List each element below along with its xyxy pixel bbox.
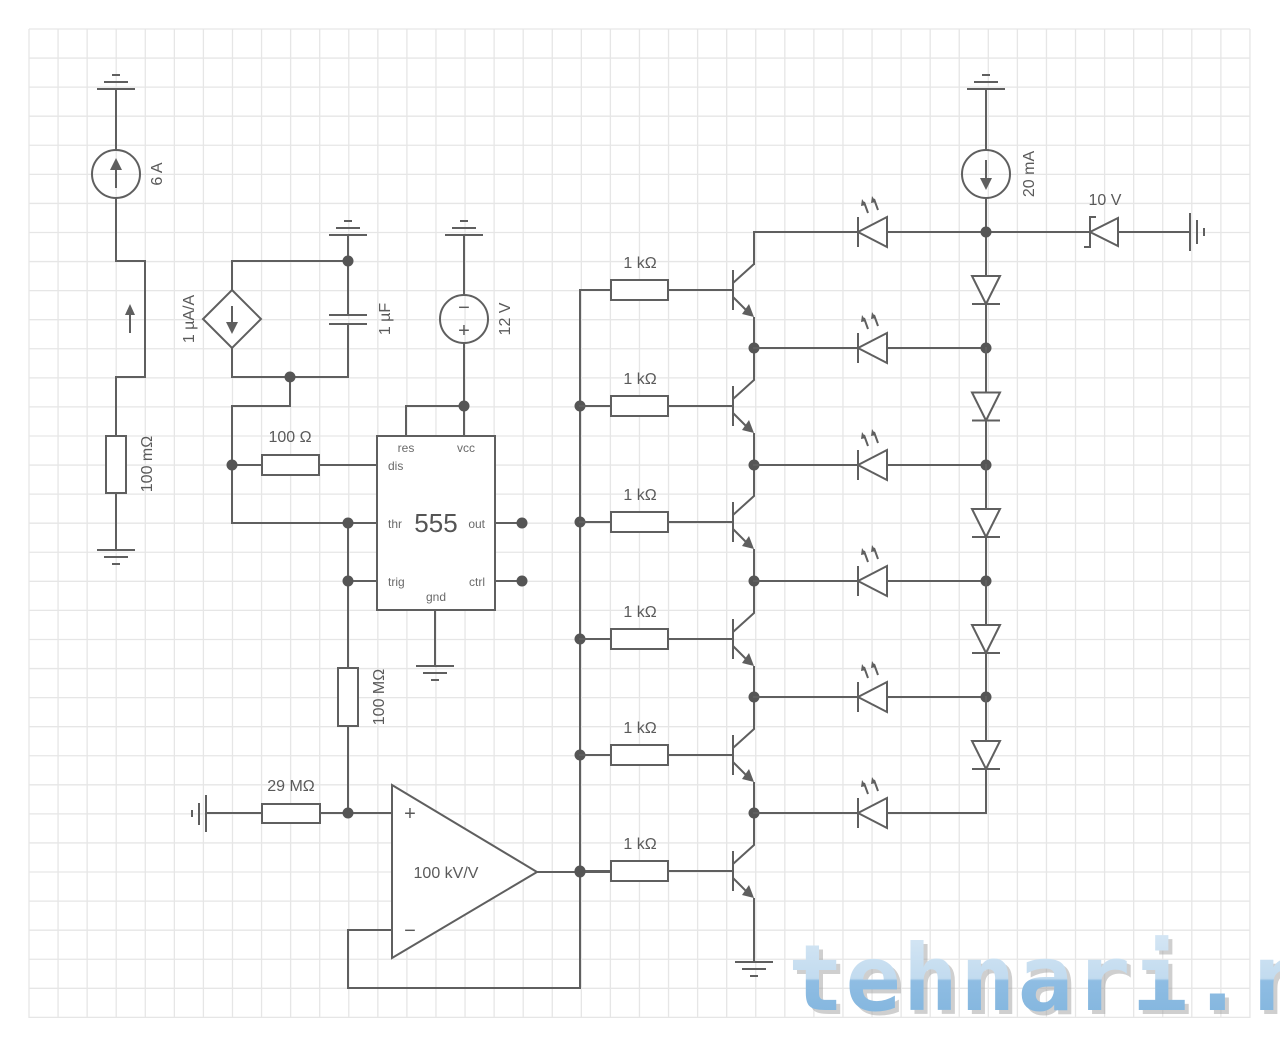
resistor-100m[interactable] xyxy=(337,667,359,727)
light-arrow-head xyxy=(871,661,876,668)
light-arrow-head xyxy=(861,315,866,322)
transistor-ladder: 1 kΩ 1 kΩ 1 kΩ 1 kΩ 1 kΩ 1 kΩ xyxy=(574,196,1002,977)
wire xyxy=(753,231,859,265)
label-1k: 1 kΩ xyxy=(623,255,656,272)
transistor-collector xyxy=(732,351,755,400)
label-1k: 1 kΩ xyxy=(623,604,656,621)
emitter-arrow-icon xyxy=(742,769,754,782)
light-arrow-head xyxy=(861,548,866,555)
transistor-collector xyxy=(732,235,755,284)
watermark-logo: tehnari.ru tehnari.ru xyxy=(788,925,1280,1036)
resistor-1k[interactable] xyxy=(610,628,669,650)
resistor-1k[interactable] xyxy=(610,744,669,766)
dependent-current-source[interactable] xyxy=(201,288,263,350)
series-diode[interactable] xyxy=(970,624,1002,656)
pin-out: out xyxy=(468,517,485,531)
pin-res: res xyxy=(398,441,415,455)
resistor-100m-ohm[interactable] xyxy=(105,435,127,494)
opamp[interactable] xyxy=(391,783,539,960)
series-diode[interactable] xyxy=(970,740,1002,772)
led-stage xyxy=(748,545,1002,698)
light-arrow-head xyxy=(861,199,866,206)
resistor-1k[interactable] xyxy=(610,279,669,301)
pin-dis: dis xyxy=(388,459,403,473)
svg-text:tehnari.ru: tehnari.ru xyxy=(792,929,1280,1036)
resistor-1k[interactable] xyxy=(610,860,669,882)
pin-thr: thr xyxy=(388,517,402,531)
transistor-stage: 1 kΩ xyxy=(574,467,755,580)
zener-diode-10v[interactable] xyxy=(1084,216,1119,248)
label-29m: 29 MΩ xyxy=(267,778,315,795)
label-1k: 1 kΩ xyxy=(623,720,656,737)
resistor-1k[interactable] xyxy=(610,395,669,417)
chip-title-555: 555 xyxy=(414,508,457,538)
label-10v: 10 V xyxy=(1089,192,1122,209)
label-20ma: 20 mA xyxy=(1021,151,1038,198)
resistor-100-ohm[interactable] xyxy=(261,454,320,476)
ground-bottom-left xyxy=(97,549,135,565)
transistor-stage: 1 kΩ xyxy=(574,351,755,464)
transistor-stage: 1 kΩ xyxy=(574,816,755,929)
resistor-29m[interactable] xyxy=(261,803,321,824)
emitter-arrow-icon xyxy=(742,304,754,317)
led-stage xyxy=(748,661,1002,814)
transistor-stage: 1 kΩ xyxy=(579,235,755,348)
light-arrow-head xyxy=(871,777,876,784)
emitter-arrow-icon xyxy=(742,536,754,549)
transistor-collector xyxy=(732,467,755,516)
transistor-stage: 1 kΩ xyxy=(574,700,755,813)
light-arrow-head xyxy=(861,780,866,787)
emitter-arrow-icon xyxy=(742,653,754,666)
pin-ctrl: ctrl xyxy=(469,575,485,589)
resistor-1k[interactable] xyxy=(610,511,669,533)
plus-sign-12v: + xyxy=(458,320,470,342)
label-100m: 100 MΩ xyxy=(371,669,388,725)
pin-gnd: gnd xyxy=(426,590,446,604)
junction-dots xyxy=(226,226,992,878)
current-direction-arrow-icon xyxy=(125,304,135,333)
light-arrow-head xyxy=(861,664,866,671)
pin-trig: trig xyxy=(388,575,405,589)
light-arrow-head xyxy=(871,312,876,319)
label-1k: 1 kΩ xyxy=(623,487,656,504)
light-arrow-head xyxy=(871,429,876,436)
light-arrow-head xyxy=(871,545,876,552)
label-12v: 12 V xyxy=(497,302,514,335)
series-diode[interactable] xyxy=(970,275,1002,307)
transistor-collector xyxy=(732,816,755,865)
light-arrow-head xyxy=(861,432,866,439)
led-stage xyxy=(855,196,1002,349)
label-100-ohm: 100 Ω xyxy=(268,429,311,446)
label-opamp-gain: 100 kV/V xyxy=(414,865,479,882)
series-diode[interactable] xyxy=(970,508,1002,540)
minus-sign-12v: − xyxy=(458,297,470,319)
transistor-collector xyxy=(732,700,755,749)
ground-ladder xyxy=(735,961,773,977)
label-1uf: 1 µF xyxy=(377,303,394,336)
transistor-collector xyxy=(732,584,755,633)
opamp-plus: + xyxy=(404,803,416,825)
emitter-arrow-icon xyxy=(742,420,754,433)
ground-555 xyxy=(416,665,454,681)
light-arrow-head xyxy=(871,196,876,203)
series-diode[interactable] xyxy=(970,391,1002,423)
label-100m-ohm: 100 mΩ xyxy=(139,436,156,492)
led-stage xyxy=(748,777,987,830)
label-1k: 1 kΩ xyxy=(623,836,656,853)
led-stage xyxy=(748,429,1002,582)
svg-text:tehnari.ru: tehnari.ru xyxy=(788,925,1280,1032)
pin-vcc: vcc xyxy=(457,441,475,455)
label-1k: 1 kΩ xyxy=(623,371,656,388)
led-stage xyxy=(748,312,1002,466)
opamp-minus: − xyxy=(404,920,416,942)
label-1ua-per-a: 1 µA/A xyxy=(181,295,198,344)
emitter-arrow-icon xyxy=(742,885,754,898)
ground-zener xyxy=(1189,213,1205,251)
label-6a: 6 A xyxy=(149,162,166,185)
